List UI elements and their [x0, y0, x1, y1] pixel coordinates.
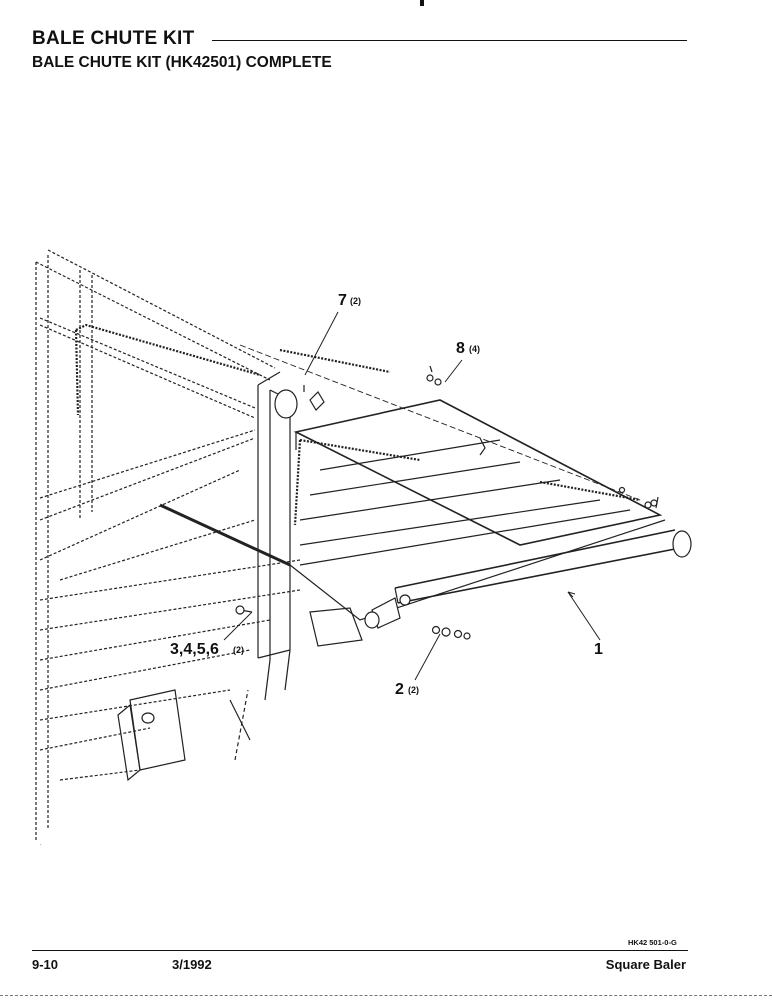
- callout-item-8-qty: (4): [469, 344, 480, 354]
- leader-lines: [223, 311, 601, 681]
- callout-item-7: 7: [338, 292, 347, 309]
- support-bar: [309, 529, 692, 647]
- callout-item-1: 1: [594, 641, 603, 658]
- scan-mark: [420, 0, 424, 6]
- revision-date: 3/1992: [172, 957, 212, 972]
- footer-rule: [32, 950, 688, 951]
- callout-item-3456: 3,4,5,6: [170, 641, 219, 658]
- chains: [74, 323, 641, 526]
- upright-post: [257, 371, 298, 701]
- model-name: Square Baler: [605, 957, 686, 972]
- callout-item-8: 8: [456, 340, 465, 357]
- page-number: 9-10: [32, 957, 59, 972]
- chute-tray: [159, 399, 666, 621]
- callout-item-2-qty: (2): [408, 685, 419, 695]
- page-subtitle: BALE CHUTE KIT (HK42501) COMPLETE: [32, 54, 332, 71]
- callout-item-7-qty: (2): [350, 296, 361, 306]
- drawing-number: HK42 501-0-G: [628, 938, 677, 947]
- title-rule: [212, 40, 687, 41]
- stray-dot: .: [40, 841, 42, 847]
- callout-item-3456-qty: (2): [233, 645, 244, 655]
- scan-edge: [0, 995, 772, 996]
- lower-bracket: [117, 689, 251, 782]
- callout-item-2: 2: [395, 681, 404, 698]
- hardware: [235, 365, 659, 640]
- page-title: BALE CHUTE KIT: [32, 28, 195, 49]
